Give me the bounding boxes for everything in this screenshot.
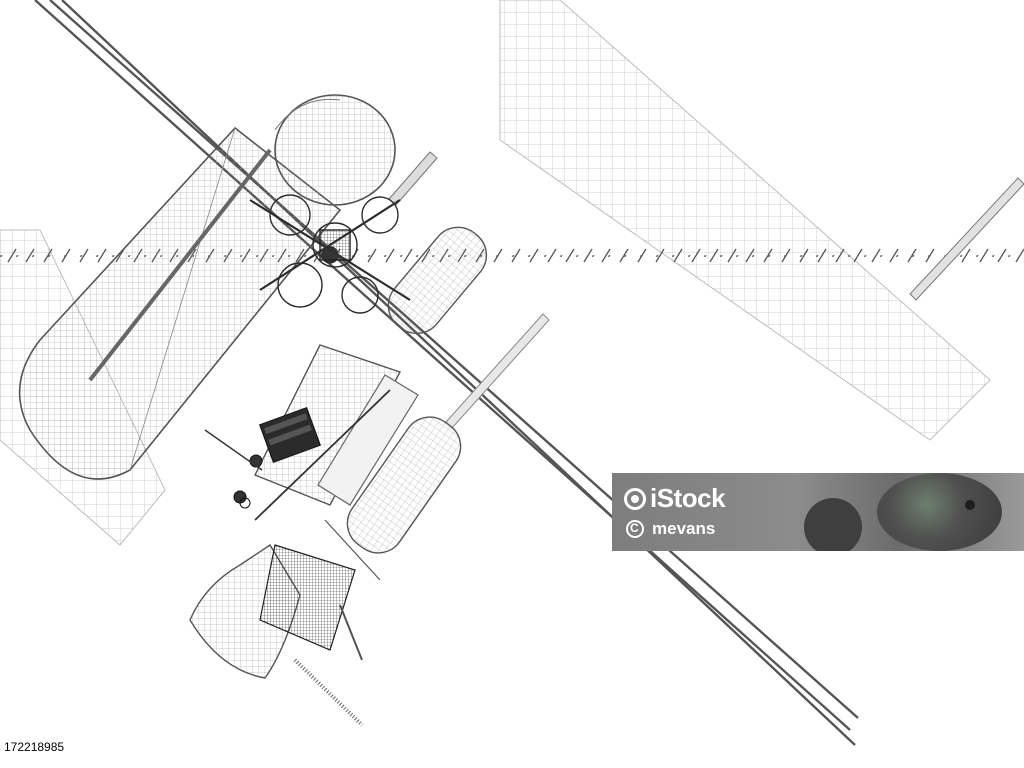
watermark-credit: mevans [652, 519, 716, 538]
satellite-side-capsule [387, 226, 488, 335]
axis-tick [493, 248, 503, 263]
satellite-small-parts [204, 389, 391, 521]
axis-tick [673, 248, 683, 263]
watermark-brand-row: iStock [624, 483, 726, 514]
axis-tick [601, 248, 611, 263]
watermark-banner: iStock mevans [612, 473, 1024, 551]
axis-tick [403, 248, 413, 263]
axis-tick [619, 248, 629, 263]
axis-tick [25, 248, 35, 263]
satellite-gear-cluster [249, 194, 411, 314]
watermark-text-group: iStock mevans [612, 473, 932, 551]
axis-tick [655, 248, 665, 263]
axis-tick [799, 248, 809, 263]
grid-band-upper-right [499, 0, 991, 441]
diagonal-rods [34, 0, 859, 746]
axis-tick [835, 248, 845, 263]
axis-tick [637, 248, 647, 263]
satellite-main-cylinder [18, 126, 342, 480]
axis-tick [781, 248, 791, 263]
axis-tick [709, 248, 719, 263]
axis-tick [727, 248, 737, 263]
axis-tick [889, 248, 899, 263]
watermark-credit-row: mevans [626, 519, 715, 539]
axis-tick [61, 248, 71, 263]
short-rod-right [909, 177, 1024, 301]
axis-tick [745, 248, 755, 263]
copyright-icon [626, 520, 644, 538]
axis-tick [925, 248, 935, 263]
axis-tick [7, 248, 17, 263]
satellite-engine-nozzle [189, 519, 381, 727]
axis-tick [529, 248, 539, 263]
watermark-disc-decoration [877, 473, 1002, 551]
axis-tick [997, 248, 1007, 263]
satellite-lower-module [254, 344, 419, 506]
axis-tick [43, 248, 53, 263]
axis-tick [565, 248, 575, 263]
axis-tick [871, 248, 881, 263]
watermark-disc-decoration [804, 498, 862, 551]
axis-tick [907, 248, 917, 263]
axis-tick [961, 248, 971, 263]
axis-tick [763, 248, 773, 263]
axis-tick [853, 248, 863, 263]
short-rod-center [388, 151, 550, 429]
watermark-brand: iStock [650, 483, 726, 513]
axis-tick [511, 248, 521, 263]
axis-tick [97, 248, 107, 263]
axis-tick [817, 248, 827, 263]
axis-tick [979, 248, 989, 263]
satellite-dome [274, 94, 396, 206]
axis-tick [385, 248, 395, 263]
istock-logo-icon [624, 487, 646, 510]
axis-tick [79, 248, 89, 263]
axis-tick [1015, 248, 1024, 263]
axis-tick [691, 248, 701, 263]
image-id-label: 172218985 [0, 737, 69, 757]
axis-tick [583, 248, 593, 263]
satellite-lower-capsule [346, 416, 462, 554]
axis-tick [547, 248, 557, 263]
axis-tick [367, 248, 377, 263]
watermark-disc-decoration [965, 500, 975, 510]
